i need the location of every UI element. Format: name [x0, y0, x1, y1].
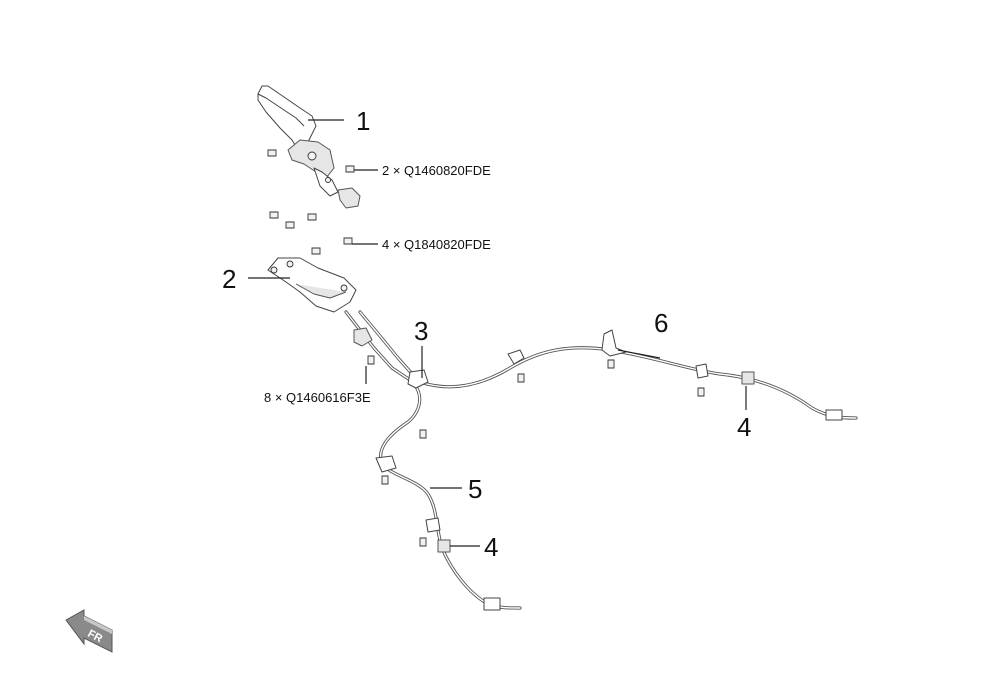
handbrake-lever — [257, 85, 361, 209]
callout-4-lower: 4 — [484, 532, 498, 562]
callout-5: 5 — [468, 474, 482, 504]
bolt-group-upper — [267, 149, 355, 255]
callout-4-upper: 4 — [737, 412, 751, 442]
callout-2: 2 — [222, 264, 236, 294]
fastener-note-1: 2 × Q1460820FDE — [382, 163, 491, 178]
mounting-bracket — [267, 257, 357, 313]
callout-1: 1 — [356, 106, 370, 136]
callout-6: 6 — [654, 308, 668, 338]
fastener-note-3: 8 × Q1460616F3E — [264, 390, 371, 405]
cable-clips — [353, 327, 843, 611]
front-direction-marker: FR — [65, 609, 113, 653]
fastener-note-2: 4 × Q1840820FDE — [382, 237, 491, 252]
callout-labels: 1 2 3 6 4 5 4 — [222, 106, 751, 562]
callout-3: 3 — [414, 316, 428, 346]
fr-arrow-icon — [65, 609, 113, 653]
fastener-notes: 2 × Q1460820FDE 4 × Q1840820FDE 8 × Q146… — [264, 163, 491, 405]
leader-lines — [248, 119, 747, 547]
bolt-group-lower — [367, 355, 705, 547]
